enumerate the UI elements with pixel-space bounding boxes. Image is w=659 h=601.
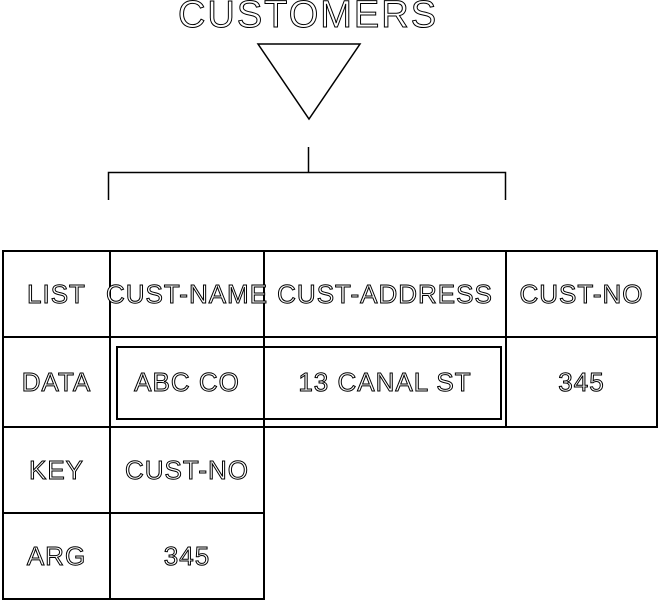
data-cell-cust-no: 345	[507, 338, 658, 428]
table-row-data: DATA ABC CO 13 CANAL ST 345	[4, 338, 658, 428]
arg-row-label: ARG	[4, 514, 111, 600]
key-row-label: KEY	[4, 428, 111, 514]
key-value-cell: CUST-NO	[111, 428, 265, 514]
inverted-triangle-icon	[256, 43, 362, 121]
data-row-label: DATA	[4, 338, 111, 428]
diagram-title: CUSTOMERS	[177, 0, 439, 36]
header-cell-cust-no: CUST-NO	[507, 252, 658, 338]
header-cell-cust-name: CUST-NAME	[105, 252, 268, 338]
header-cell-cust-address: CUST-ADDRESS	[265, 252, 507, 338]
record-table: LIST CUST-NAME CUST-ADDRESS CUST-NO DATA…	[2, 250, 658, 600]
table-row-arg: ARG 345	[4, 514, 658, 600]
table-row-list: LIST CUST-NAME CUST-ADDRESS CUST-NO	[4, 252, 658, 338]
data-cell-cust-name: ABC CO	[111, 338, 265, 428]
table-row-key: KEY CUST-NO	[4, 428, 658, 514]
arg-value-cell: 345	[111, 514, 265, 600]
data-cell-cust-address: 13 CANAL ST	[265, 338, 507, 428]
bracket-connector	[107, 171, 507, 200]
list-row-label: LIST	[4, 252, 111, 338]
